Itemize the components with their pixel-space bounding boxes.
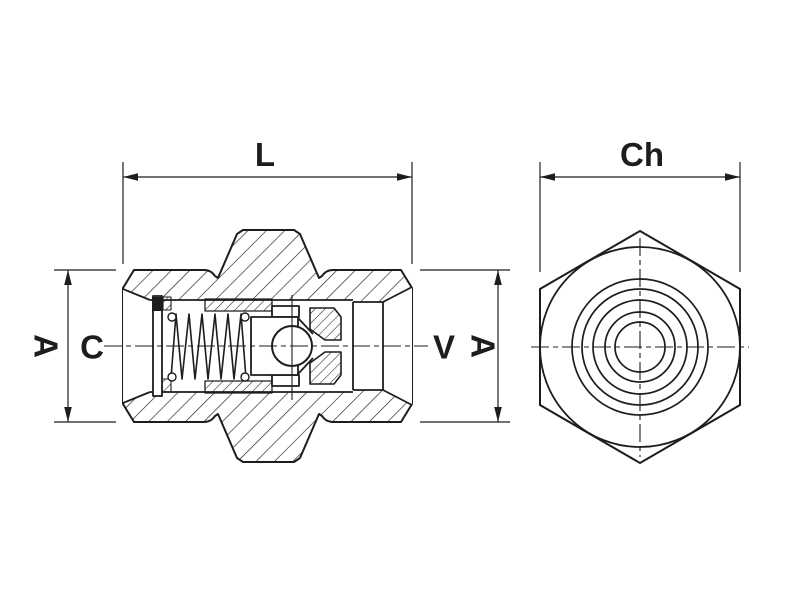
dimension-A-left: A xyxy=(28,269,116,423)
valve-seat xyxy=(309,307,342,385)
dimension-A-right-label: A xyxy=(465,334,502,358)
dimension-A-right: A xyxy=(420,269,510,423)
dimension-Ch: Ch xyxy=(539,136,741,272)
retaining-ring-section-black xyxy=(152,297,163,311)
dimension-A-left-label: A xyxy=(28,334,65,358)
end-view xyxy=(531,229,749,465)
port-C-label: C xyxy=(80,329,104,366)
retaining-ring-section-top xyxy=(162,296,172,311)
coil-spring xyxy=(167,312,250,382)
dimension-L: L xyxy=(122,136,413,264)
centerlines-side-view xyxy=(104,295,428,400)
side-section-view xyxy=(104,229,428,463)
port-V-label: V xyxy=(433,329,455,366)
centerlines-end-view xyxy=(531,238,749,457)
dimension-Ch-label: Ch xyxy=(620,136,664,173)
retaining-ring-section-bottom xyxy=(161,378,172,393)
dimension-L-label: L xyxy=(255,136,275,173)
spring-guide-sleeve xyxy=(204,298,273,394)
